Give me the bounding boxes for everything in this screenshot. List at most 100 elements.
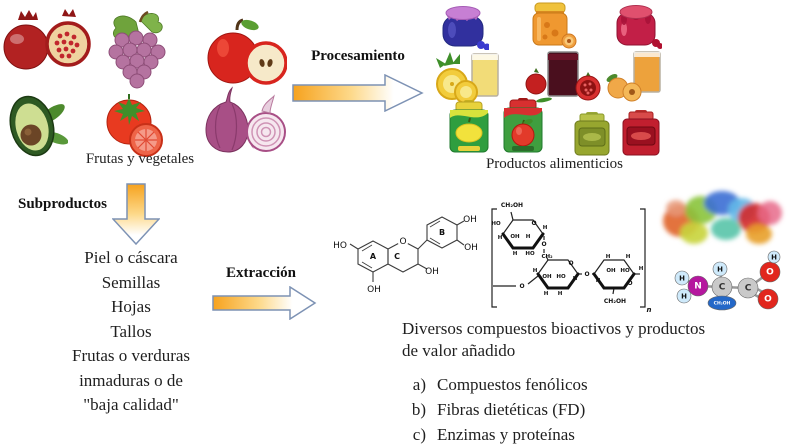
svg-text:H: H	[513, 251, 518, 257]
avocado-icon	[9, 95, 68, 157]
extraction-arrow-label: Extracción	[226, 265, 296, 281]
byproduct-line: Piel o cáscara	[84, 248, 178, 267]
green-juice-carton-icon	[449, 100, 489, 153]
svg-text:H: H	[679, 275, 685, 283]
svg-text:B: B	[439, 228, 445, 237]
svg-text:O: O	[766, 268, 774, 278]
bioactive-item-marker: c)	[412, 425, 426, 444]
svg-text:CH₂OH: CH₂OH	[501, 202, 523, 209]
byproducts-down-arrow-icon	[112, 183, 160, 245]
svg-text:HO: HO	[556, 274, 566, 280]
svg-text:C: C	[719, 283, 726, 293]
svg-text:A: A	[370, 252, 377, 261]
svg-text:H: H	[626, 254, 631, 260]
svg-text:O: O	[541, 241, 546, 248]
svg-text:H: H	[558, 291, 563, 297]
svg-text:H: H	[544, 291, 549, 297]
byproduct-line: Tallos	[110, 321, 152, 341]
byproducts-arrow-label: Subproductos	[18, 196, 107, 212]
bioactive-title-line1: Diversos compuestos bioactivos y product…	[402, 319, 706, 338]
pomegranate-icon	[3, 9, 91, 70]
svg-text:HO: HO	[333, 241, 347, 251]
grapes-icon	[108, 10, 166, 89]
bioactive-item: a)Compuestos fenólicos	[404, 372, 724, 397]
berry-jam-icon	[616, 5, 662, 49]
svg-text:H: H	[573, 276, 578, 282]
svg-text:OH: OH	[425, 267, 439, 277]
svg-text:OH: OH	[367, 285, 381, 295]
red-juice-carton-icon	[503, 98, 543, 153]
bioactive-item: c) Enzimas y proteínas	[404, 422, 724, 446]
svg-text:OH: OH	[463, 215, 477, 225]
process-arrow-label: Procesamiento	[311, 48, 405, 64]
crimson-carton-icon	[622, 110, 660, 156]
svg-text:N: N	[694, 282, 702, 292]
bioactive-item-text: Compuestos fenólicos	[437, 375, 588, 394]
apricot-juice-icon	[606, 51, 661, 102]
bioactive-item-text: Fibras dietéticas (FD)	[437, 400, 586, 419]
svg-text:HO: HO	[491, 221, 501, 227]
bioactive-title: Diversos compuestos bioactivos y product…	[402, 318, 772, 362]
svg-text:n: n	[647, 306, 652, 314]
svg-text:CH₂OH: CH₂OH	[714, 301, 731, 307]
svg-text:H: H	[606, 254, 611, 260]
svg-text:OH: OH	[542, 274, 552, 280]
svg-text:O: O	[627, 280, 632, 287]
flavonoid-structure-icon: HO O A C B OH OH OH OH	[333, 215, 478, 295]
bioactive-list: a)Compuestos fenólicos b) Fibras dietética…	[404, 372, 724, 446]
svg-text:H: H	[771, 254, 777, 262]
svg-text:H: H	[533, 268, 538, 274]
svg-text:C: C	[745, 284, 752, 294]
tomato-icon	[106, 94, 163, 157]
svg-text:O: O	[764, 295, 772, 305]
svg-text:H: H	[596, 278, 601, 284]
svg-text:O: O	[519, 283, 524, 290]
apple-icon	[207, 18, 287, 85]
svg-text:H: H	[681, 293, 687, 301]
process-arrow-icon	[292, 74, 424, 112]
byproduct-line: Frutas o verduras	[71, 346, 191, 365]
protein-3d-icon	[663, 191, 782, 244]
byproduct-line: Semillas	[101, 272, 161, 292]
byproduct-line: "baja calidad"	[83, 395, 179, 414]
svg-text:OH: OH	[464, 243, 478, 253]
fruits-caption: Frutas y vegetales	[85, 151, 195, 167]
svg-text:CH₂OH: CH₂OH	[604, 298, 626, 305]
svg-text:O: O	[531, 220, 536, 227]
byproduct-line: inmaduras o de	[79, 370, 183, 390]
svg-text:CH₂: CH₂	[541, 254, 553, 260]
onion-icon	[205, 86, 286, 153]
blueberry-jam-icon	[442, 6, 489, 50]
peach-jam-icon	[532, 2, 577, 49]
pomegranate-juice-icon	[525, 51, 601, 103]
bioactive-title-line2: de valor añadido	[402, 341, 516, 360]
svg-text:O: O	[584, 271, 589, 278]
svg-text:OH: OH	[510, 234, 520, 240]
svg-text:HO: HO	[525, 251, 535, 257]
svg-text:H: H	[526, 234, 531, 240]
svg-text:O: O	[568, 260, 573, 267]
bioactive-item: b) Fibras dietéticas (FD)	[404, 397, 724, 422]
svg-text:HO: HO	[620, 268, 630, 274]
svg-text:H: H	[717, 266, 723, 274]
svg-text:C: C	[394, 252, 400, 261]
flavonoid-labels: HO O A C B OH OH OH OH	[333, 215, 478, 295]
svg-text:H: H	[639, 266, 644, 272]
svg-text:O: O	[399, 237, 406, 247]
svg-text:H: H	[498, 235, 503, 241]
olive-carton-icon	[574, 112, 610, 156]
svg-text:OH: OH	[606, 268, 616, 274]
pineapple-juice-icon	[436, 52, 499, 104]
svg-text:H: H	[543, 225, 548, 231]
products-caption: Productos alimenticios	[485, 156, 624, 172]
byproduct-line: Hojas	[111, 297, 151, 316]
bioactive-item-text: Enzimas y proteínas	[437, 425, 575, 444]
extraction-arrow-icon	[212, 286, 317, 320]
bioactive-item-marker: b)	[411, 400, 426, 419]
